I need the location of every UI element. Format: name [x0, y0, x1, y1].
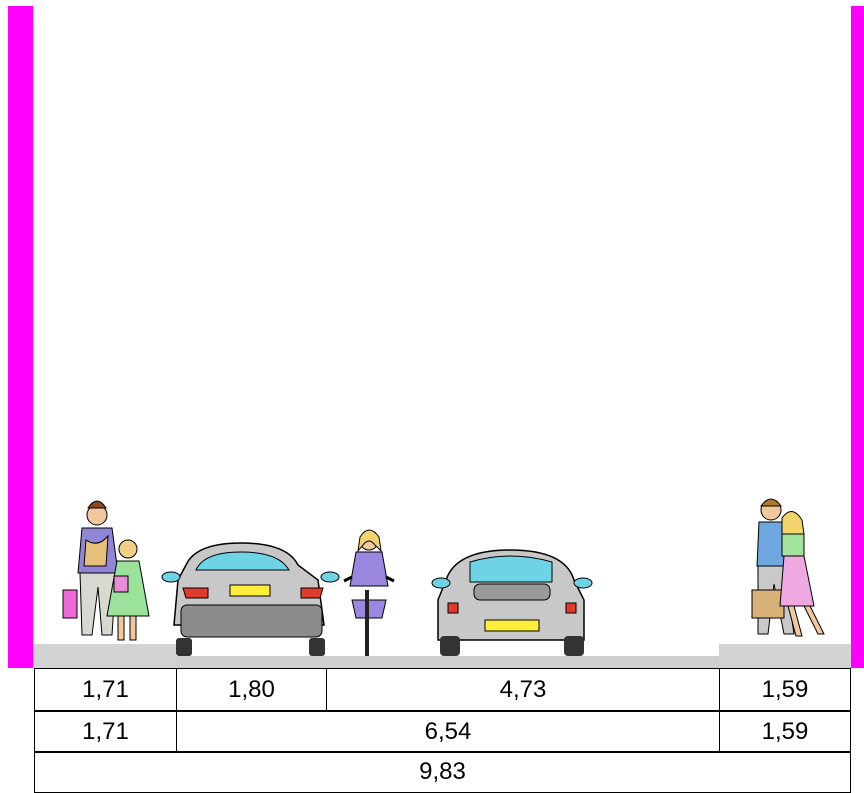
- left-sidewalk: [33, 644, 176, 668]
- dim-right-sidewalk: 1,59: [719, 668, 851, 712]
- right-sidewalk: [719, 644, 851, 668]
- dim-right-sidewalk-total: 1,59: [719, 710, 851, 753]
- left-building-edge: [8, 6, 33, 668]
- right-building-edge: [851, 6, 864, 668]
- dim-parking-lane: 1,80: [176, 668, 327, 712]
- roadway: [176, 656, 719, 668]
- cyclist-icon: [343, 529, 395, 656]
- dim-left-sidewalk: 1,71: [34, 668, 177, 712]
- dim-overall-width: 9,83: [34, 751, 851, 793]
- dim-travel-lanes: 4,73: [326, 668, 720, 712]
- dimension-row-2: 1,71 6,54 1,59: [34, 710, 851, 753]
- car-rear-sports-icon: [431, 549, 593, 656]
- dim-left-sidewalk-total: 1,71: [34, 710, 177, 753]
- pedestrians-couple-icon: [751, 498, 825, 637]
- dim-roadway-total: 6,54: [176, 710, 720, 753]
- car-rear-sedan-icon: [161, 542, 340, 656]
- dimension-row-3: 9,83: [34, 751, 851, 793]
- pedestrians-adult-child-icon: [62, 500, 150, 641]
- dimension-row-1: 1,71 1,80 4,73 1,59: [34, 668, 851, 712]
- street-cross-section: [8, 6, 864, 668]
